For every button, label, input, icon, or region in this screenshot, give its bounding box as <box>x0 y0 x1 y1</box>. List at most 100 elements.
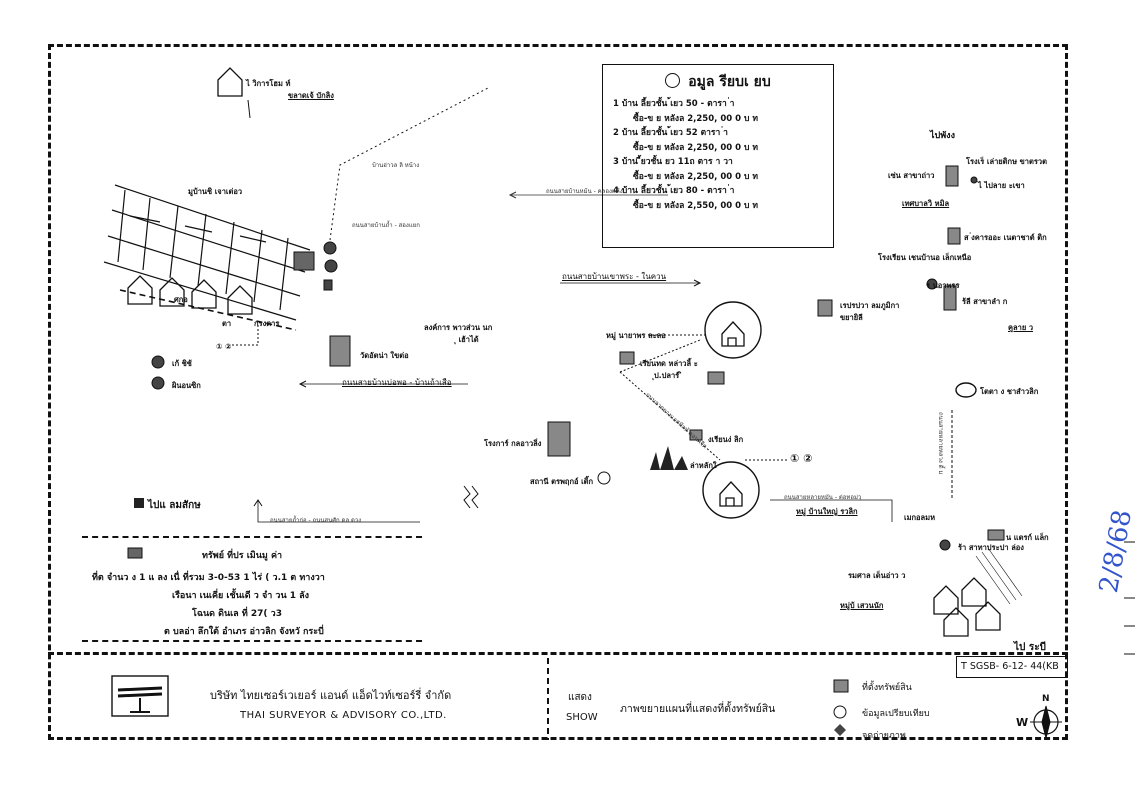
road-mid-left: ถนนสายบ้านบ่อพอ - บ้านถ้าเสือ <box>342 378 452 387</box>
road-small: ถนนสายหลายหมัน - ต่อทอม่วุ <box>784 494 862 501</box>
label-right-office: ส ่งคารออะ เนตาชาต์ ติก <box>964 233 1047 242</box>
building-icons <box>329 165 1005 541</box>
photo-point-icons <box>151 176 978 551</box>
label-village-bottom: หมู่ บ้านใหญ่ รวลิก <box>796 507 858 516</box>
label-right-school-3: โรงเรียน เชนบ้านอ เล็กเหนือ <box>878 253 972 262</box>
label-right-school-2: เซ่น สาขาถ่าว <box>888 171 935 180</box>
info-line: 1 บ้าน ลี้ยวชั้น ้เยว 50 - ตารา ่า <box>613 99 735 109</box>
label-home: ตา <box>222 319 232 328</box>
label-station: สถานี ตรพฤกอ์ เติ้ก <box>530 477 594 486</box>
label-temple-mid: วัดอัตน่า ใขต่อ <box>360 351 409 360</box>
road-arrow <box>770 499 893 522</box>
info-line: 2 บ้าน ลี้ยวชั้น ้เยว 52 ตารา ่า <box>613 128 728 138</box>
road-small: ถนนสายบ้านถ้ำ - สองแยก <box>352 222 420 229</box>
comparison-info-box: อมูล รียบเ ยบ 1 บ้าน ลี้ยวชั้น ้เยว 50 -… <box>602 64 834 248</box>
label-right-road: เทศบาลวิ หมิล <box>902 199 950 208</box>
label-tree: เก้ ชิช้ <box>172 359 192 368</box>
compass-north: N <box>1042 694 1050 704</box>
label-bottom-r4: หมู่บ้ เสวนนัก <box>840 601 884 610</box>
legend-photo-icon <box>834 724 846 736</box>
legend-line: ที่ต จำนว ง 1 แ ลง เนื่ ที่รวม 3-0-53 1 … <box>92 573 325 583</box>
label-circle-numbers: ① ② <box>216 342 232 351</box>
info-line: 3 บ้าน ี้ยวชั้น ยว 11ถ ตาร า วา <box>613 157 733 167</box>
compare-circle-icon <box>665 73 681 88</box>
label-village-top: ไ วิการโฮม ท์ <box>246 79 291 88</box>
label-right-school: โรงเร็ เล่ายติกษ ขาตรวต <box>966 157 1047 166</box>
road-arrow <box>257 500 420 523</box>
label-right-shop: ร้ลี สาขาลำ ก <box>962 297 1008 306</box>
label-right-phang: ไปพังง <box>930 131 955 141</box>
document-number: T SGSB- 6-12- 44(KB <box>956 656 1068 678</box>
dotted-route <box>329 87 489 241</box>
road-top-mid: ถนนสายบ้านเขาพระ - ในควน <box>562 272 667 281</box>
parcel-grid <box>103 184 311 331</box>
label-office-mid: ลงค์การ พาวส่วน นก <box>424 323 493 332</box>
house-icons <box>127 67 1001 637</box>
info-line: ซื้อ-ข ย หลังล 2,250, 00 0 บ ท <box>633 113 758 124</box>
info-box-title: อมูล รียบเ ยบ <box>613 71 823 93</box>
show-label-th: แสดง <box>568 692 592 703</box>
legend-compare-text: ข้อมูลเปรียบเทียบ <box>862 709 930 719</box>
label-krabi: ไป ระบี <box>1014 642 1046 653</box>
label-wat: ล่าหลักใ <box>690 461 717 470</box>
compare-circle-1 <box>704 301 762 359</box>
footer-divider <box>48 652 1068 655</box>
legend-asset-icon <box>833 679 849 693</box>
road-line <box>247 99 251 119</box>
label-village-top-road: ขลาดเจ้ บักลิง <box>288 91 334 100</box>
info-line: ซื้อ-ข ย หลังล 2,250, 00 0 บ ท <box>633 171 758 182</box>
toyota-icon <box>955 382 977 398</box>
road-vertical: ถนนสายหลายหลวง ดิ้ ม <box>937 412 944 475</box>
company-name-th: บริษัท ไทยเซอร์เวเยอร์ แอนด์ แอ็ดไวท์เซอ… <box>210 689 452 702</box>
show-label-en: SHOW <box>566 712 598 723</box>
compass-icon <box>1030 705 1062 739</box>
phang-icon <box>134 498 144 508</box>
company-name-en: THAI SURVEYOR & ADVISORY CO.,LTD. <box>240 710 447 721</box>
road-small: ถนนสายบ้านหม้น - คลองแห้ง <box>546 188 623 195</box>
compass-west: W <box>1016 716 1029 729</box>
label-school-mid: เรียนทด หล่าวลิ้ ะ <box>640 359 698 368</box>
label-right-plai: ไ ไปลาย ะเขา <box>978 181 1025 190</box>
legend-line: ต บลอ่า ลึกใต้ อำเภร อ่าวลิก จังหวั กระบ… <box>164 627 324 637</box>
legend-title: ทรัพย์ ที่ปร เมินมู ค่า <box>202 551 283 561</box>
legend-box-icon <box>127 547 143 559</box>
label-school-mid-2: ุป.ปลาร์ ิ <box>654 371 682 380</box>
label-phang-khon: ไปแ ลมสักษ <box>148 500 201 511</box>
label-circle-numbers: ① ② <box>790 452 813 465</box>
label-school-2: งเรียนง่ ลิก <box>708 435 744 444</box>
info-line: 4 บ้าน ลี้ยวชั้น ้เยว 80 - ตารา ่า <box>613 186 735 196</box>
map-frame <box>48 44 1068 740</box>
label-bottom-r2: น แตรก์ แล็ก <box>1006 533 1049 542</box>
info-line: ซื้อ-ข ย หลังล 2,250, 00 0 บ ท <box>633 142 758 153</box>
legend-compare-icon <box>833 705 847 719</box>
road-small: บ้านอ่าวล ลิ หน้าง <box>372 162 420 169</box>
label-mid-village: หมู่ นายาพร ละลอ <box>606 331 666 340</box>
label-right-mid-1: เรปรปวา ลมภูมิกา <box>840 301 900 310</box>
info-line: ซื้อ-ข ย หลังล 2,550, 00 0 บ ท <box>633 200 758 211</box>
compare-circle-2 <box>702 461 760 519</box>
legend-line: เรือนา เนเคี่ย เชั้นเดี ว จำ วน 1 ลัง <box>172 591 310 601</box>
label-hospital: โรงการ์ กลอาวลิ่ง <box>484 439 542 448</box>
label-bottom-r3: ร้า สาทาประปา ล่อง <box>958 543 1024 552</box>
subject-parcel <box>293 251 315 271</box>
label-toyota: โตตา ง ชาสำวลิก <box>980 387 1039 396</box>
label-right-mid-2: ขยายิลี <box>840 313 863 322</box>
label-right-nab: ร นอาพรร <box>926 281 960 290</box>
road-bottom-left: ถนนสายถ้ำก่อ - ถนนสนศัก ดล ดวง <box>270 517 362 524</box>
label-home: กรงตาร <box>254 319 280 328</box>
temple-icon <box>650 446 688 470</box>
asset-legend-box: ทรัพย์ ที่ปร เมินมู ค่า ที่ต จำนว ง 1 แ … <box>82 536 422 642</box>
legend-asset-text: ที่ตั้งทรัพย์สิน <box>862 683 912 693</box>
legend-line: โฉนด ดินเล ที่ 27( ว3 <box>192 609 282 619</box>
label-bottom-r5: รมศาล เด็นอ่าว ว <box>848 571 906 580</box>
label-bottom-r1: เมกอลมห <box>904 513 936 522</box>
label-home: ศกอ <box>174 295 188 304</box>
show-description: ภาพขยายแผนที่แสดงที่ตั้งทรัพย์สิน <box>620 703 776 715</box>
label-tree: ผินอนซิก <box>172 381 201 390</box>
label-village-left: มูบ้านชิ เจาเต่อว <box>188 187 243 196</box>
label-right-house: คูลาย ว <box>1008 323 1034 332</box>
legend-photo-text: จุดถ่ายภาพ <box>862 731 906 741</box>
company-logo <box>111 675 169 717</box>
label-office-mid-2: ุ เฮ้าได้ <box>456 335 479 344</box>
